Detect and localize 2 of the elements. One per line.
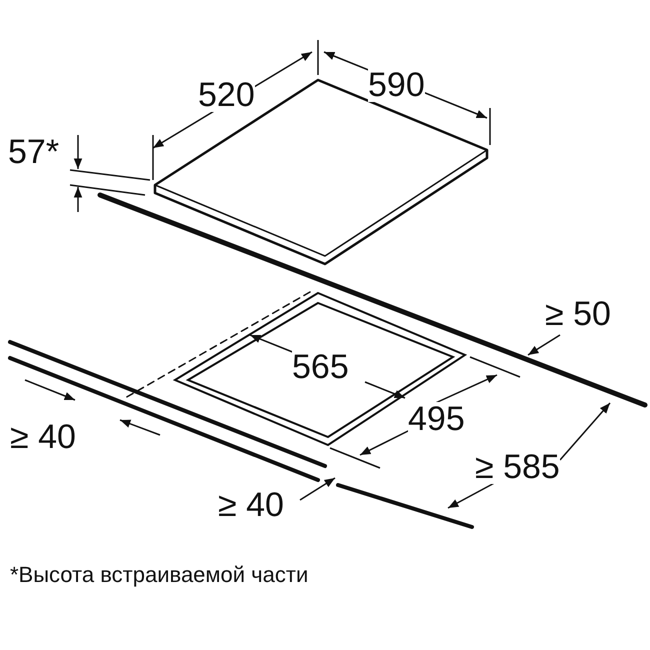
dimension-label: 590	[368, 68, 425, 102]
footnote-text: *Высота встраиваемой части	[10, 562, 308, 588]
